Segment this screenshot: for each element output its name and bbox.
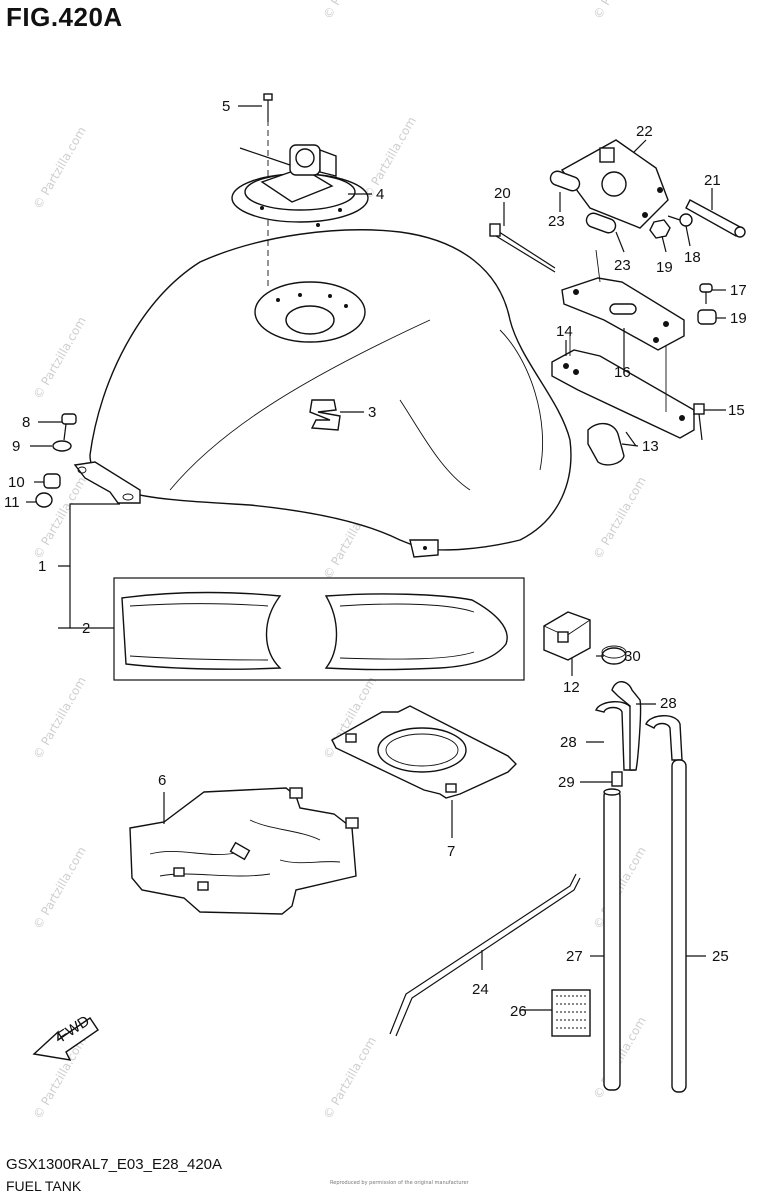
fwd-arrow-icon: FWD <box>32 1012 99 1061</box>
callout-18: 18 <box>684 249 701 266</box>
callout-15: 15 <box>728 402 745 419</box>
callout-14: 14 <box>556 323 573 340</box>
watermark: © Partzilla.com <box>590 0 648 22</box>
nut-19 <box>649 219 671 239</box>
bolt-5 <box>263 93 273 101</box>
callout-9: 9 <box>12 438 20 455</box>
callout-4: 4 <box>376 186 384 203</box>
callout-5: 5 <box>222 98 230 115</box>
bolt-15 <box>693 403 705 415</box>
watermark: © Partzilla.com <box>590 474 648 561</box>
callout-23: 23 <box>548 213 565 230</box>
callout-27: 27 <box>566 948 583 965</box>
mount-hardware <box>35 413 77 508</box>
callout-19: 19 <box>730 310 747 327</box>
callout-23: 23 <box>614 257 631 274</box>
watermark: © Partzilla.com <box>30 674 88 761</box>
callout-19: 19 <box>656 259 673 276</box>
caution-label-26 <box>551 989 591 1037</box>
cushion-13 <box>587 423 625 466</box>
figure-title: FIG.420A <box>6 2 123 32</box>
watermark-layer: © Partzilla.com © Partzilla.com © Partzi… <box>30 0 648 1122</box>
cover-plate <box>331 705 517 799</box>
figure-name: FUEL TANK <box>6 1178 82 1194</box>
callout-3: 3 <box>368 404 376 421</box>
model-code: GSX1300RAL7_E03_E28_420A <box>6 1156 223 1173</box>
watermark: © Partzilla.com <box>320 1034 378 1121</box>
bolt-18 <box>679 213 693 227</box>
decal-panel <box>113 577 525 681</box>
leader-lines <box>26 105 726 1011</box>
hose-27 <box>603 789 621 1091</box>
hose-25 <box>671 759 687 1093</box>
footer-note: Reproduced by permission of the original… <box>330 1180 469 1186</box>
callout-10: 10 <box>8 474 25 491</box>
callout-16: 16 <box>614 364 631 381</box>
callout-29: 29 <box>558 774 575 791</box>
rubber-23 <box>549 170 581 192</box>
fuel-tank <box>73 229 572 558</box>
callout-26: 26 <box>510 1003 527 1020</box>
callout-labels: 1 2 3 4 5 6 7 8 9 10 11 12 13 14 15 16 1… <box>4 98 747 1020</box>
callout-11: 11 <box>4 494 20 511</box>
callout-30: 30 <box>624 648 641 665</box>
callout-17: 17 <box>730 282 747 299</box>
joint-29 <box>611 771 623 787</box>
callout-12: 12 <box>563 679 580 696</box>
nut-19 <box>697 309 717 325</box>
fuel-cap <box>231 93 369 290</box>
watermark: © Partzilla.com <box>360 114 418 201</box>
watermark: © Partzilla.com <box>320 0 378 22</box>
collar-11 <box>35 492 53 508</box>
mat-pad <box>129 787 359 915</box>
emblem-s-logo <box>309 399 341 431</box>
rubber-23 <box>585 212 617 234</box>
washer-9 <box>52 440 72 452</box>
callout-28: 28 <box>560 734 577 751</box>
callout-25: 25 <box>712 948 729 965</box>
bolt-17 <box>699 283 713 293</box>
watermark: © Partzilla.com <box>30 474 88 561</box>
callout-6: 6 <box>158 772 166 789</box>
callout-21: 21 <box>704 172 721 189</box>
callout-2: 2 <box>82 620 90 637</box>
callout-24: 24 <box>472 981 489 998</box>
watermark: © Partzilla.com <box>30 844 88 931</box>
watermark: © Partzilla.com <box>30 314 88 401</box>
callout-8: 8 <box>22 414 30 431</box>
callout-13: 13 <box>642 438 659 455</box>
callout-7: 7 <box>447 843 455 860</box>
callout-20: 20 <box>494 185 511 202</box>
callout-22: 22 <box>636 123 653 140</box>
bolt-8 <box>61 413 77 425</box>
rear-bracket-assembly <box>489 139 746 466</box>
watermark: © Partzilla.com <box>30 124 88 211</box>
callout-1: 1 <box>38 558 46 575</box>
cushion-10 <box>43 473 61 489</box>
callout-28: 28 <box>660 695 677 712</box>
hoses-and-misc <box>389 611 687 1093</box>
